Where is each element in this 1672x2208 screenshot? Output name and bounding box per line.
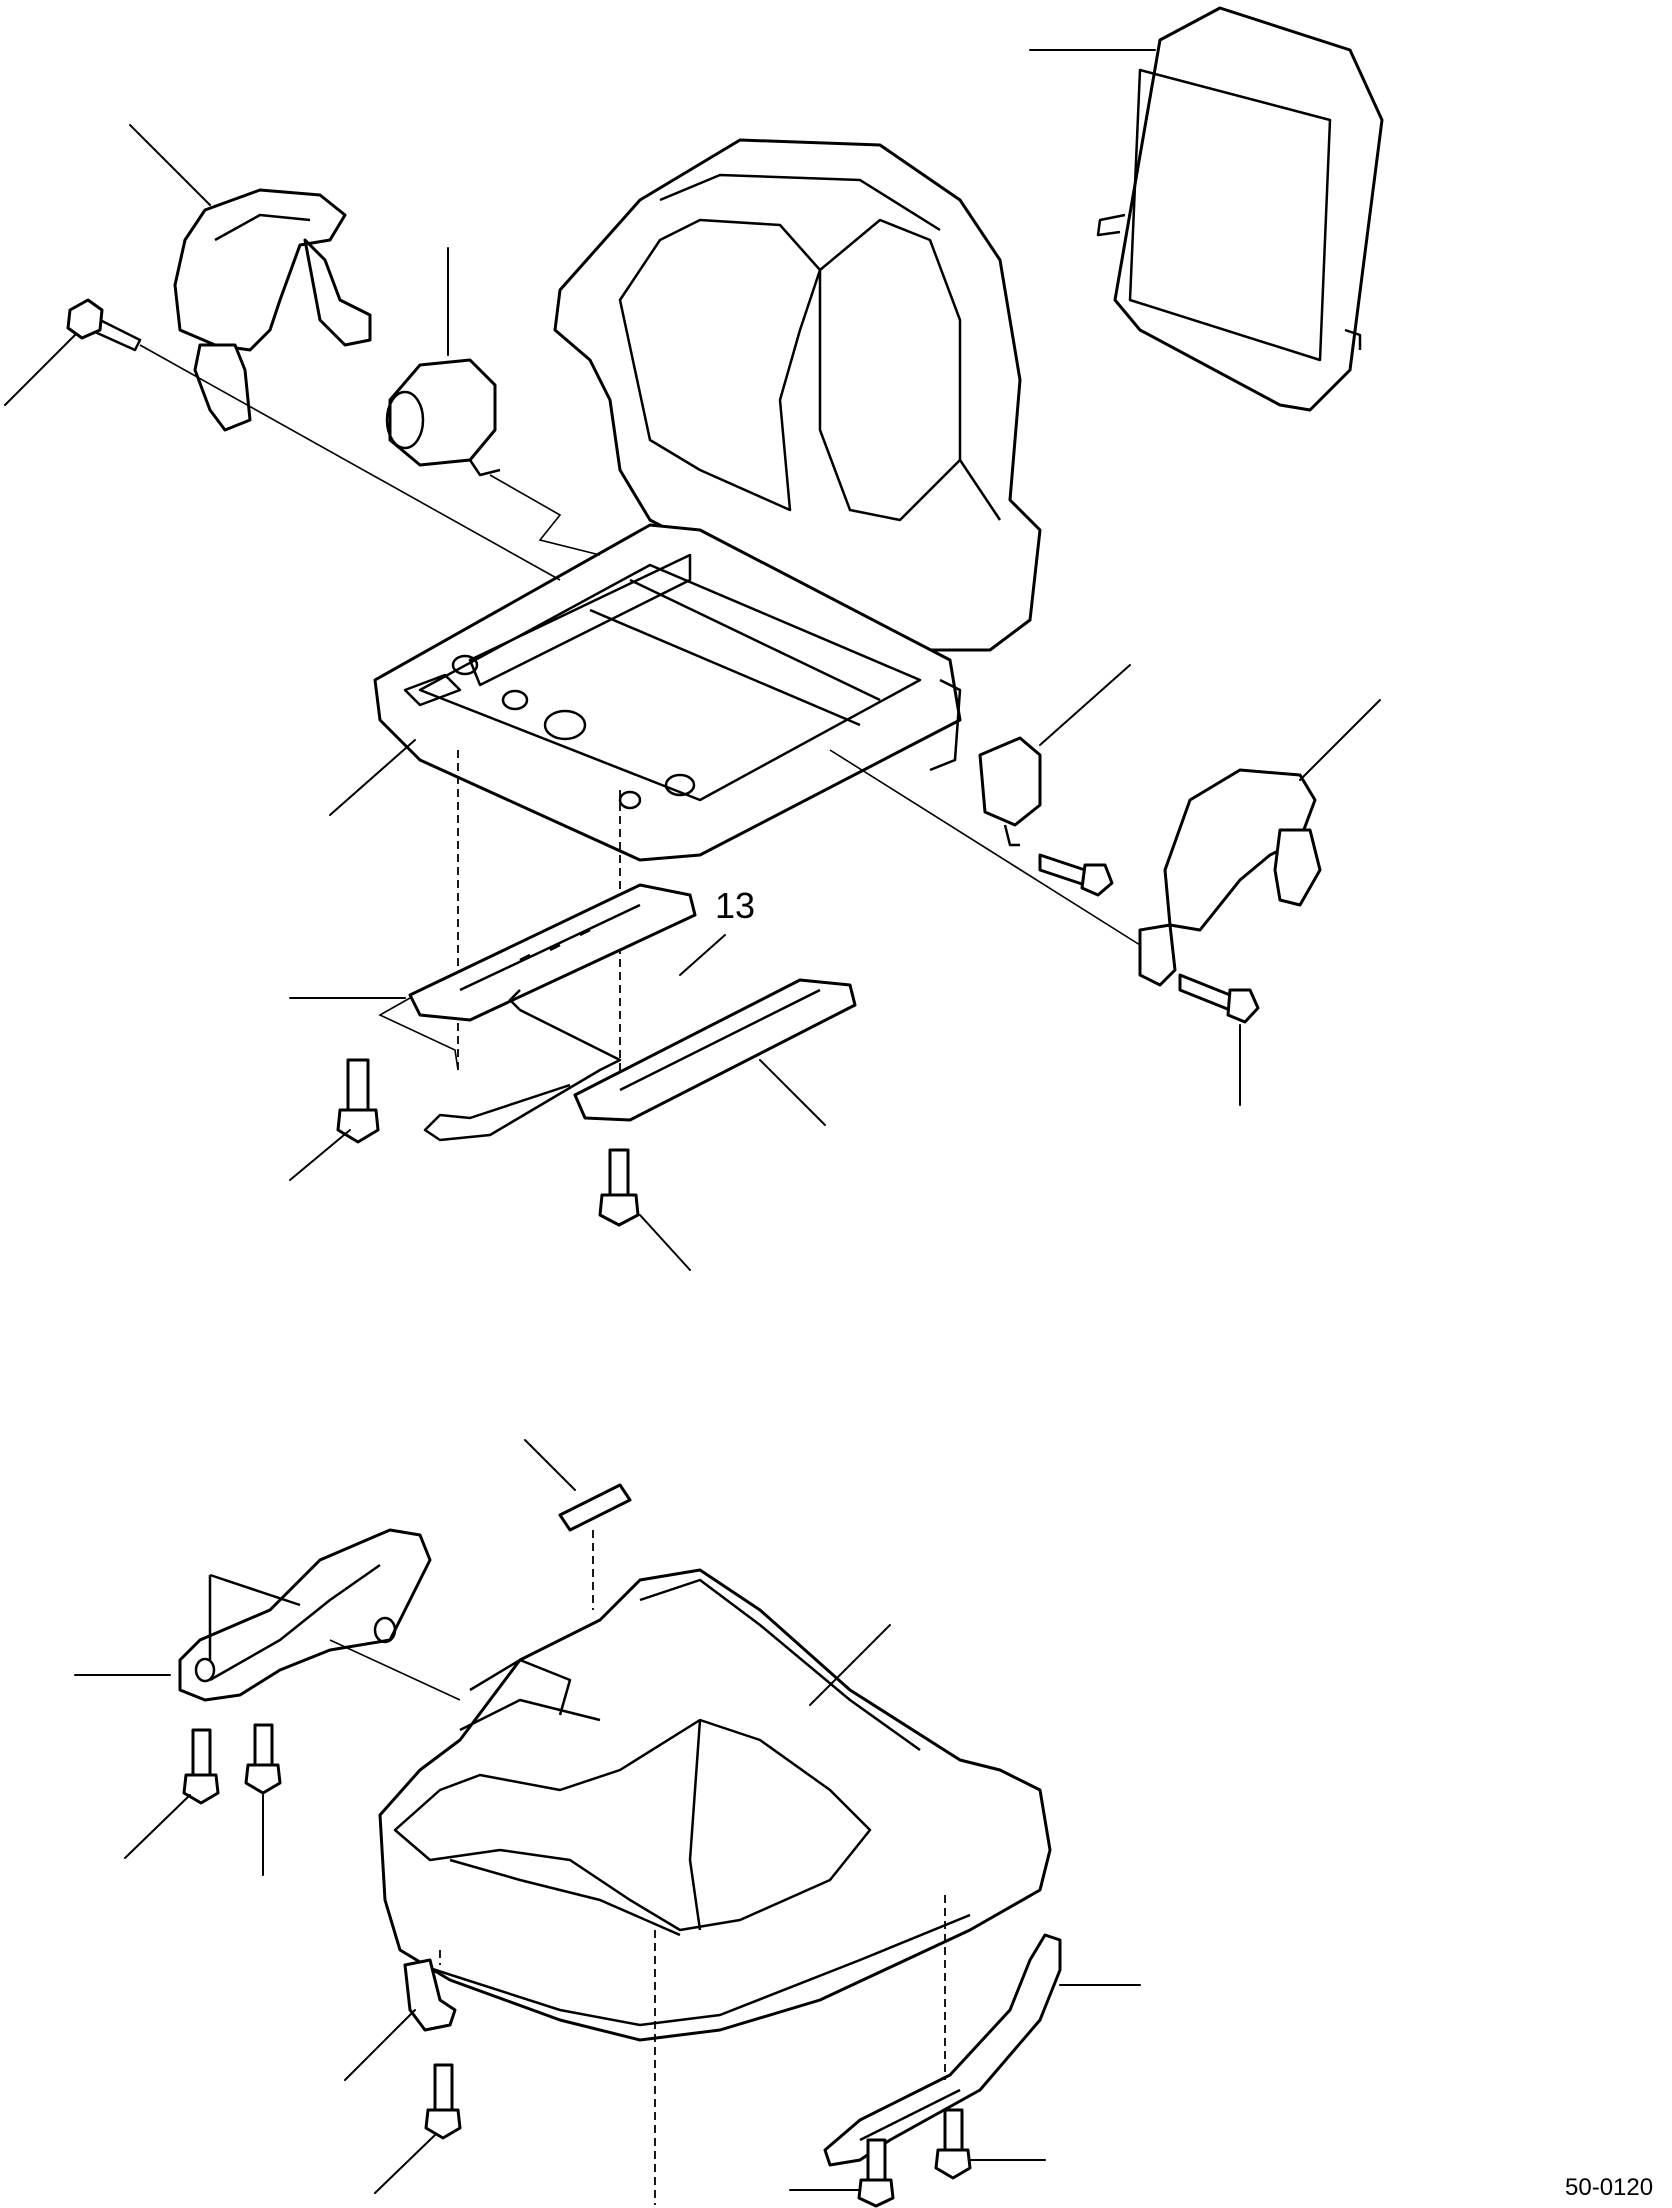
leader-line-bolt-hinge-left [124, 1794, 191, 1859]
assembly-line-right-arm [829, 749, 1141, 946]
assembly-line-retractor [489, 474, 601, 556]
leader-line-rail-right [759, 1059, 826, 1126]
bolt-cushion-bracket [424, 2063, 462, 2140]
left-armrest-bracket [173, 188, 372, 432]
leader-line-seat-cushion [809, 1624, 891, 1706]
part-callout-number: 13 [715, 885, 755, 926]
seat-back-cover [1096, 6, 1384, 412]
seat-rail-left [408, 883, 697, 1022]
leader-line-seat-frame [329, 739, 416, 816]
right-armrest-bracket [1138, 768, 1322, 987]
drawing-number: 50-0120 [1565, 2174, 1653, 2201]
leader-line-bolt-cushion-bracket [374, 2134, 436, 2194]
leader-line-buckle [1039, 664, 1131, 746]
leader-line-callout-13 [679, 934, 726, 976]
seat-back-cushion [553, 138, 1042, 652]
seat-cushion [378, 1568, 1052, 2042]
seat-adjust-lever [423, 989, 622, 1142]
bolt-rail-center [598, 1148, 640, 1227]
leader-line-lever-knob [524, 1439, 576, 1491]
bolt-buckle [1038, 853, 1114, 897]
bolt-rail-left [336, 1058, 380, 1144]
bolt-left-armrest [66, 298, 142, 352]
seat-belt-retractor [385, 358, 501, 477]
assembly-line-rail-bolt [378, 997, 459, 1071]
recline-lever-knob [558, 1483, 632, 1532]
bolt-hinge-left [182, 1728, 220, 1805]
bolt-right-armrest [1178, 973, 1260, 1024]
recline-hinge-bracket [178, 1528, 432, 1702]
seat-rail-right [573, 978, 857, 1122]
leader-line-bolt-rail-left [289, 1129, 351, 1181]
cushion-side-rail [823, 1933, 1062, 2167]
leader-line-left-armrest [129, 124, 211, 206]
seat-frame [373, 523, 962, 862]
leader-line-right-armrest [1299, 699, 1381, 781]
bolt-side-rail-lower [857, 2138, 895, 2208]
assembly-line-hinge [329, 1639, 461, 1701]
seat-belt-buckle [978, 736, 1042, 847]
assembly-line-left-arm [139, 344, 561, 581]
bolt-side-rail [934, 2108, 972, 2180]
leader-line-bolt-rail-center [639, 1214, 691, 1271]
leader-line-bolt-left [4, 334, 76, 406]
bolt-hinge-right [244, 1723, 282, 1795]
leader-line-cushion-bracket [344, 2009, 416, 2081]
